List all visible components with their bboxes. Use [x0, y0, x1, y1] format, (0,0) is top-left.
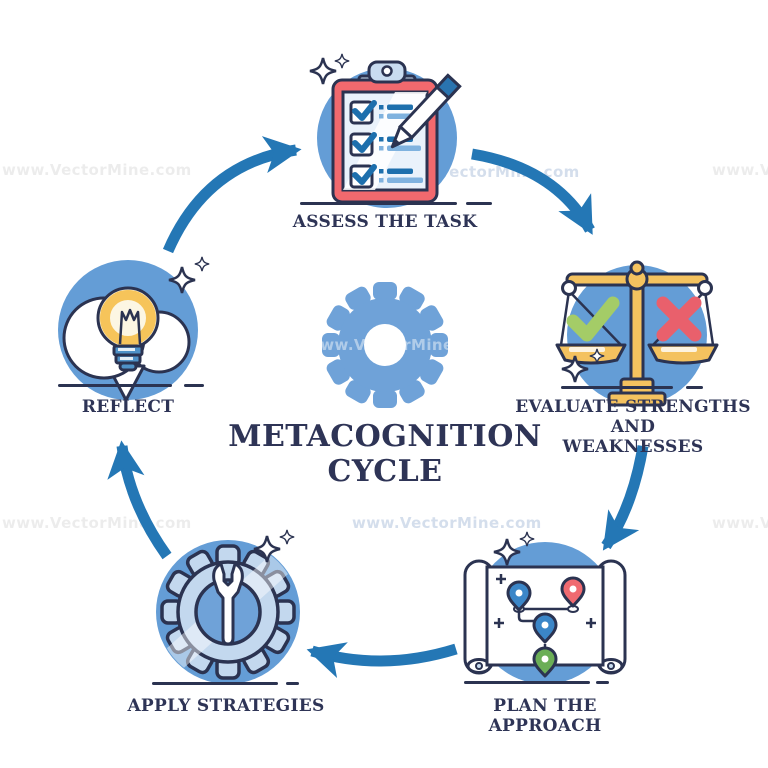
gear-wrench-icon [156, 529, 300, 684]
baseline-dash [286, 682, 299, 685]
label-line: EVALUATE STRENGTHS AND [515, 397, 751, 437]
arrow-apply-to-reflect [107, 440, 172, 560]
sparkle-icon [194, 256, 210, 272]
clipboard-checklist-icon [308, 53, 462, 208]
baseline [152, 682, 278, 685]
baseline-dash [466, 202, 492, 205]
watermark: www.VectorMine.com [712, 514, 768, 532]
filament [118, 308, 142, 345]
baseline [561, 386, 673, 389]
map-route-icon [463, 531, 627, 684]
watermark: www.VectorMine.com [306, 336, 496, 354]
label-assess-the-task: ASSESS THE TASK [292, 212, 478, 232]
watermark: www.VectorMine.com [712, 161, 768, 179]
label-evaluate-strengths-weaknesses: EVALUATE STRENGTHS AND WEAKNESSES [505, 397, 761, 457]
sparkle-icon [334, 53, 350, 69]
baseline [300, 202, 457, 205]
gear-icon [322, 282, 448, 408]
baseline [464, 681, 590, 684]
lightbulb-icon [58, 256, 210, 402]
page-title: METACOGNITION CYCLE [205, 419, 565, 489]
watermark: www.VectorMine.com [352, 514, 542, 532]
title-line-1: METACOGNITION [228, 419, 542, 454]
arrow-reflect-to-assess [162, 136, 302, 254]
baseline-dash [184, 384, 204, 387]
arrow-plan-to-apply [306, 642, 458, 679]
balance-scale-icon [555, 260, 719, 407]
arrow-evaluate-to-plan [601, 445, 649, 551]
baseline [58, 384, 172, 387]
label-plan-the-approach: PLAN THE APPROACH [488, 696, 602, 736]
wrench-icon [212, 562, 244, 646]
bulb-base [112, 344, 144, 372]
sparkle-icon [308, 56, 338, 86]
map-pins [506, 576, 586, 678]
baseline-dash [596, 681, 609, 684]
baseline-dash [686, 386, 703, 389]
watermark: www.VectorMine.com [2, 161, 192, 179]
sparkle-icon [279, 529, 295, 545]
label-apply-strategies: APPLY STRATEGIES [127, 696, 325, 716]
check-icon [566, 296, 620, 342]
label-line: WEAKNESSES [562, 437, 704, 457]
title-line-2: CYCLE [327, 454, 443, 489]
cross-icon [656, 296, 702, 342]
pencil-icon [390, 73, 462, 149]
arrow-assess-to-evaluate [471, 148, 595, 235]
label-reflect: REFLECT [81, 397, 175, 417]
